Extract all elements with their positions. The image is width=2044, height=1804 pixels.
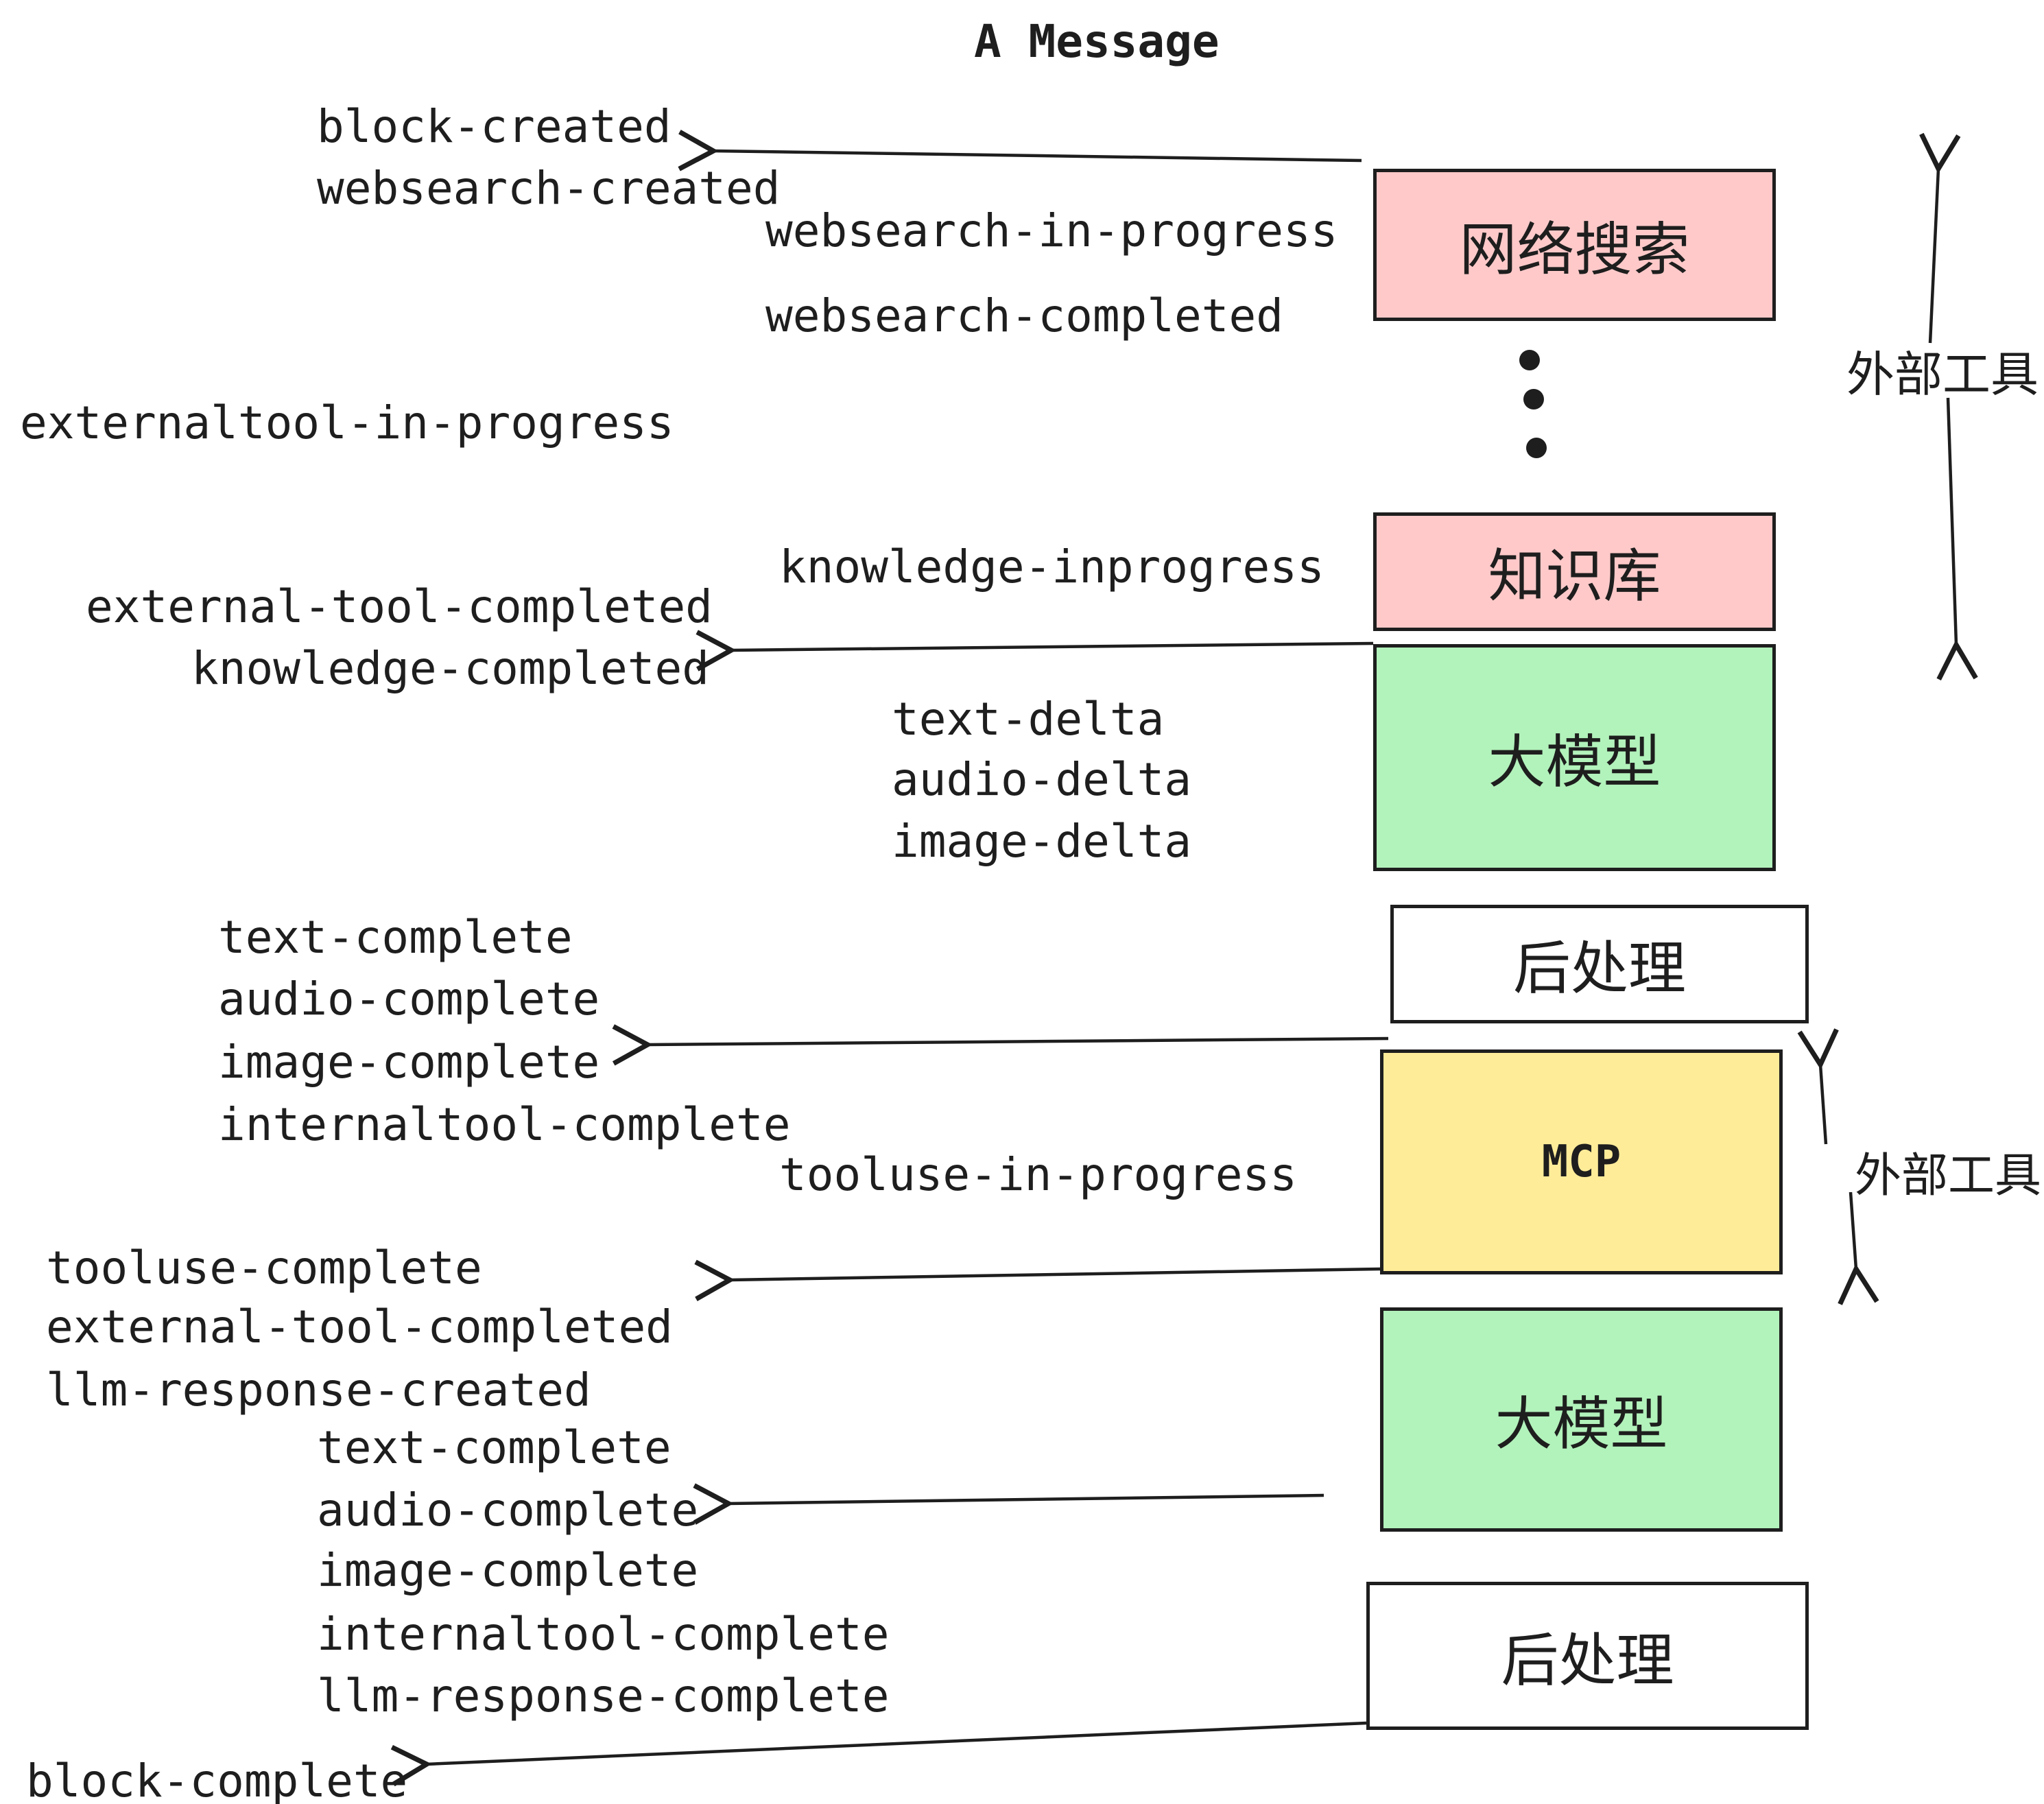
event-image-complete-2: image-complete	[317, 1544, 699, 1597]
event-tooluse-in-progress: tooluse-in-progress	[779, 1148, 1297, 1201]
websearch-box-label: 网络搜索	[1459, 215, 1690, 283]
event-internaltool-complete: internaltool-complete	[218, 1098, 791, 1151]
mcp-box-label: MCP	[1541, 1137, 1621, 1187]
event-image-delta: image-delta	[892, 815, 1192, 868]
llm-box-2-label: 大模型	[1495, 1390, 1668, 1458]
event-audio-delta: audio-delta	[892, 753, 1192, 806]
event-audio-complete-2: audio-complete	[317, 1484, 699, 1536]
knowledge-box-label: 知识库	[1488, 543, 1661, 610]
arrow-block-complete	[390, 1721, 1367, 1787]
arrow-block-created	[678, 130, 1362, 171]
event-websearch-completed: websearch-completed	[765, 289, 1283, 342]
event-llm-response-complete: llm-response-complete	[317, 1670, 890, 1722]
external-tools-up-arrow-1	[1919, 132, 1961, 344]
llm-box-1-label: 大模型	[1488, 728, 1661, 796]
postprocess-box-2-label: 后处理	[1501, 1626, 1674, 1694]
arrow-knowledge-completed	[696, 630, 1374, 672]
llm-box-1: 大模型	[1373, 644, 1776, 871]
vertical-ellipsis-icon	[1519, 350, 1547, 458]
event-block-created: block-created	[317, 100, 672, 153]
mcp-box: MCP	[1380, 1049, 1783, 1274]
event-externaltool-in-progress: externaltool-in-progress	[20, 396, 674, 449]
event-text-complete: text-complete	[218, 911, 573, 964]
event-knowledge-inprogress: knowledge-inprogress	[779, 541, 1324, 593]
llm-box-2: 大模型	[1380, 1307, 1783, 1532]
postprocess-box-2: 后处理	[1366, 1582, 1809, 1730]
event-external-tool-completed: external-tool-completed	[86, 580, 713, 633]
event-websearch-in-progress: websearch-in-progress	[765, 204, 1338, 257]
external-tools-down-arrow-1	[1936, 397, 1978, 680]
external-tools-side-label-1: 外部工具	[1846, 346, 2039, 403]
arrow-tooluse-complete	[694, 1259, 1381, 1301]
external-tools-side-label-2: 外部工具	[1855, 1149, 2042, 1203]
event-tooluse-complete: tooluse-complete	[46, 1242, 482, 1294]
event-knowledge-completed: knowledge-completed	[191, 642, 709, 695]
event-external-tool-completed-2: external-tool-completed	[46, 1301, 673, 1353]
arrow-image-complete	[612, 1024, 1389, 1066]
event-audio-complete: audio-complete	[218, 973, 600, 1025]
knowledge-base-box: 知识库	[1373, 512, 1776, 631]
postprocess-box-1: 后处理	[1390, 905, 1809, 1023]
websearch-box: 网络搜索	[1373, 169, 1776, 321]
external-tools-up-arrow-2	[1797, 1028, 1839, 1145]
event-text-complete-2: text-complete	[317, 1421, 672, 1474]
diagram-title: A Message	[974, 15, 1220, 68]
event-internaltool-complete-2: internaltool-complete	[317, 1608, 890, 1661]
event-block-complete: block-complete	[26, 1755, 408, 1804]
event-image-complete: image-complete	[218, 1036, 600, 1089]
event-text-delta: text-delta	[892, 693, 1165, 746]
postprocess-box-1-label: 后处理	[1512, 935, 1686, 1002]
event-websearch-created: websearch-created	[317, 162, 781, 215]
arrow-audio-complete	[693, 1483, 1324, 1525]
event-llm-response-created: llm-response-created	[46, 1364, 591, 1416]
